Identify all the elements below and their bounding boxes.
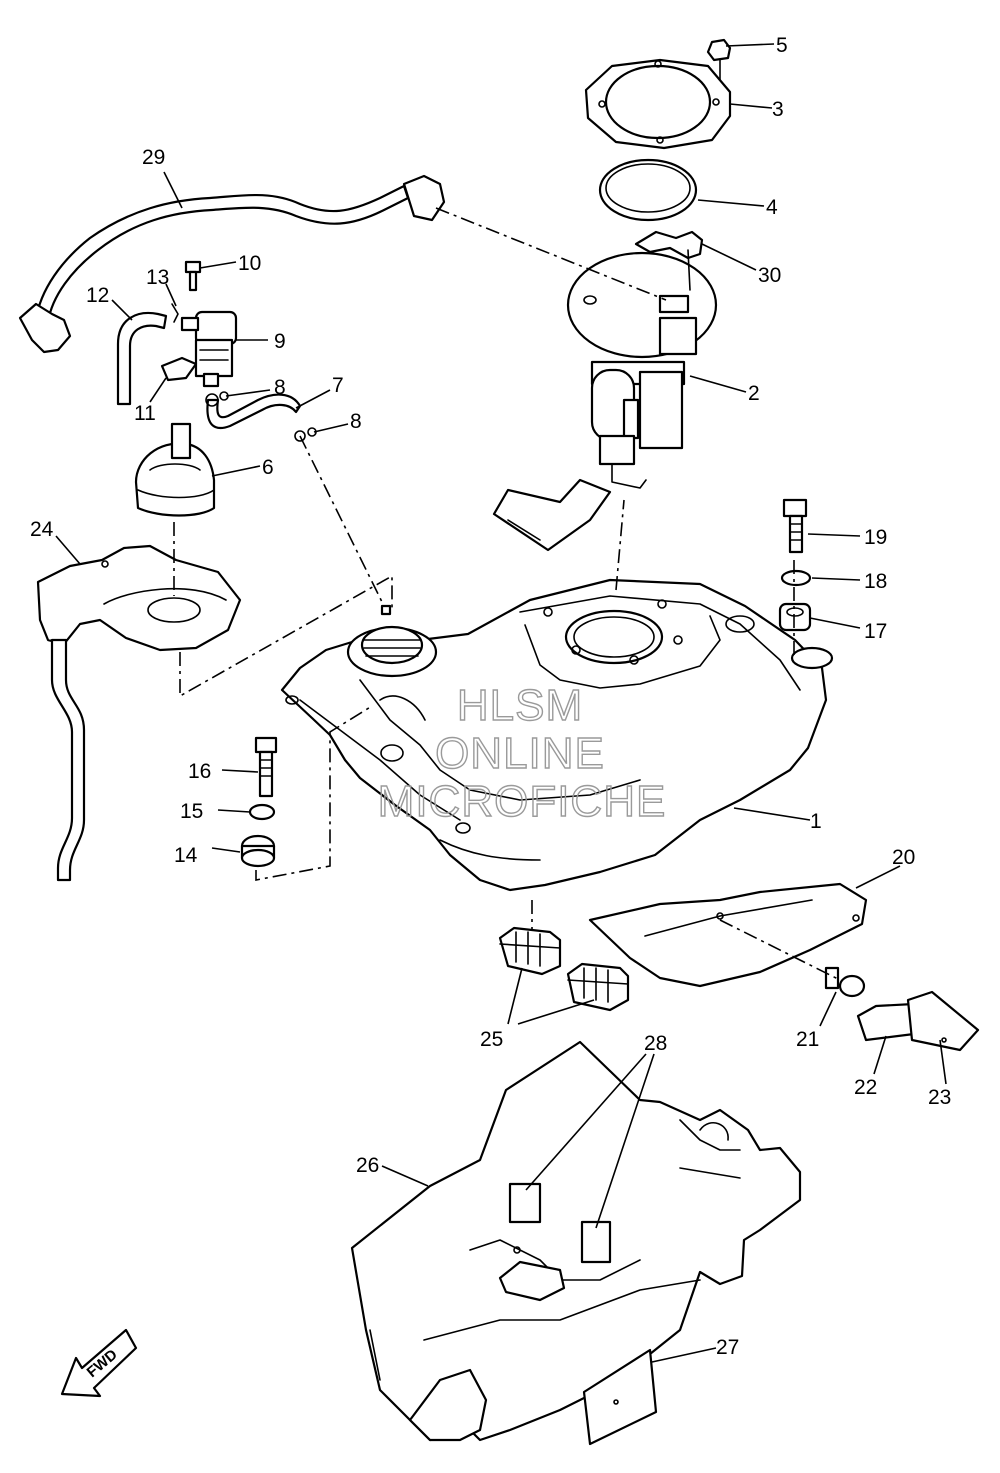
watermark-line-3: MICROFICHE: [378, 777, 667, 826]
callout-29: 29: [142, 146, 165, 169]
callout-10: 10: [238, 252, 261, 275]
callout-15: 15: [180, 800, 203, 823]
callout-12: 12: [86, 284, 109, 307]
collar-18: [780, 569, 812, 587]
hose-12: [116, 312, 168, 406]
callout-4: 4: [766, 196, 778, 219]
callout-13: 13: [146, 266, 169, 289]
collar-15: [248, 803, 276, 821]
watermark-line-2: ONLINE: [435, 729, 605, 778]
callout-25: 25: [480, 1028, 503, 1051]
callout-28: 28: [644, 1032, 667, 1055]
callout-11: 11: [134, 402, 156, 425]
screw-21: [824, 966, 866, 998]
callout-26: 26: [356, 1154, 379, 1177]
callout-22: 22: [854, 1076, 877, 1099]
callout-1: 1: [810, 810, 822, 833]
pad-27: [582, 1348, 658, 1446]
callout-5: 5: [776, 34, 788, 57]
callout-8-lower: 8: [350, 410, 362, 433]
bracket-11: [160, 356, 198, 382]
heat-shield: [588, 882, 868, 988]
bolt-19: [782, 498, 808, 554]
callout-18: 18: [864, 570, 887, 593]
damper-17: [778, 602, 812, 632]
callout-14: 14: [174, 844, 198, 867]
clip-8-lower: [294, 427, 317, 442]
damper-25-left: [498, 926, 562, 976]
under-cover: [350, 1040, 802, 1442]
callout-23: 23: [928, 1086, 951, 1109]
gasket: [598, 158, 698, 222]
callout-16: 16: [188, 760, 211, 783]
fwd-arrow-icon: FWD: [60, 1328, 138, 1398]
assembly-lines: [173, 207, 841, 981]
canister-bracket: [36, 544, 242, 882]
callout-17: 17: [864, 620, 887, 643]
callout-2: 2: [748, 382, 760, 405]
bolt-16: [254, 736, 278, 798]
callout-6: 6: [262, 456, 274, 479]
callout-20: 20: [892, 846, 915, 869]
pad-23: [906, 990, 980, 1052]
callout-3: 3: [772, 98, 784, 121]
solenoid-valve: [180, 310, 238, 388]
callout-labels: 1 2 3 4 5 6 7 8 8 9 10 11 12 13 14 15 16…: [30, 34, 951, 1359]
callout-7: 7: [332, 374, 344, 397]
callout-30: 30: [758, 264, 781, 287]
tank-cap: [134, 422, 216, 517]
damper-14: [240, 834, 276, 868]
pad-22: [856, 1002, 916, 1042]
callout-27: 27: [716, 1336, 739, 1359]
ring-nut: [584, 58, 732, 150]
callout-21: 21: [796, 1028, 819, 1051]
bolt-10: [184, 260, 202, 292]
clip-13: [171, 303, 179, 323]
nut: [706, 38, 732, 81]
leader-lines: [55, 43, 947, 1363]
clamp-30: [634, 230, 704, 291]
breather-hose: [18, 174, 446, 354]
callout-24: 24: [30, 518, 54, 541]
callout-8-upper: 8: [274, 376, 286, 399]
fuel-pump-assembly: [492, 251, 718, 552]
damper-25-right: [566, 962, 630, 1012]
fuel-tank: [280, 578, 834, 892]
watermark: HLSM ONLINE MICROFICHE: [377, 680, 667, 826]
callout-19: 19: [864, 526, 887, 549]
callout-9: 9: [274, 330, 286, 353]
watermark-line-1: HLSM: [457, 681, 583, 730]
